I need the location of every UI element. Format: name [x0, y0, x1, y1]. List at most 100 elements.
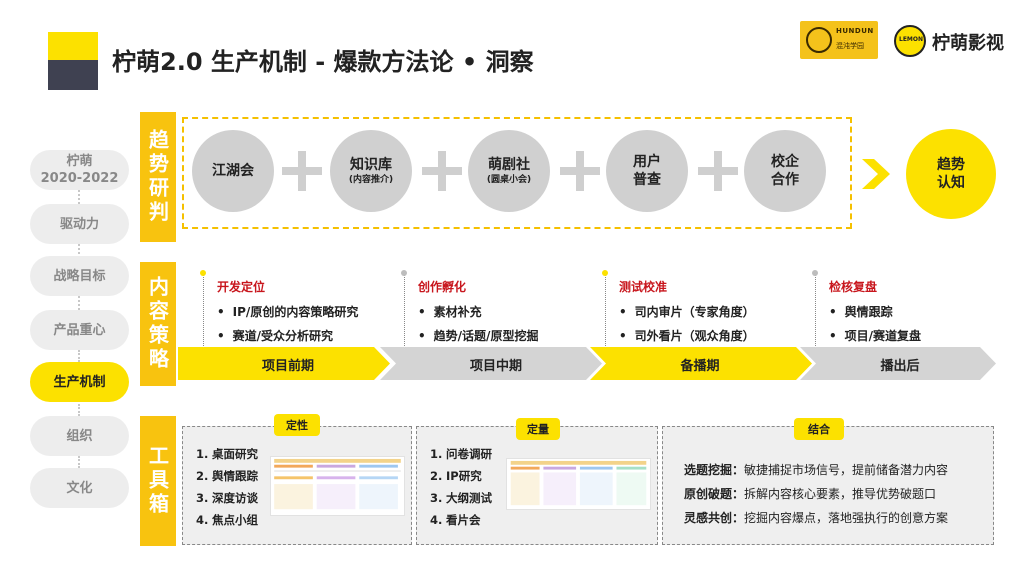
tool-item-label: 舆情跟踪	[212, 469, 258, 483]
plus-icon	[698, 151, 738, 191]
chevron-right-icon	[862, 159, 890, 189]
nav-item-organization[interactable]: 组织	[30, 416, 129, 456]
tool-item: 3.大纲测试	[430, 490, 492, 512]
tool-item: 4.焦点小组	[196, 512, 258, 534]
nav-item-label: 产品重心	[53, 322, 106, 338]
phase-segment	[380, 347, 602, 380]
nav-item-product-focus[interactable]: 产品重心	[30, 310, 129, 350]
logo-block-dark	[48, 60, 98, 90]
tool-item: 1.问卷调研	[430, 446, 492, 468]
stage-item-list: 素材补充 趋势/话题/原型挖掘	[418, 303, 539, 351]
stage-item: IP/原创的内容策略研究	[217, 303, 359, 327]
trend-container	[182, 117, 852, 229]
nav-item-production-mechanism[interactable]: 生产机制	[30, 362, 129, 402]
stage-item: 素材补充	[418, 303, 538, 327]
plus-icon	[282, 151, 322, 191]
trend-circle-label: 萌剧社	[488, 157, 530, 173]
tool-list-qualitative: 1.桌面研究 2.舆情跟踪 3.深度访谈 4.焦点小组	[196, 446, 258, 534]
hundun-logo: HUNDUN 混沌学园	[800, 21, 878, 59]
stage-title: 开发定位	[217, 280, 266, 294]
tool-tag-quantitative: 定量	[516, 418, 560, 440]
phase-segment	[590, 347, 812, 380]
combined-row-text: 拆解内容核心要素，推导优势破题口	[744, 487, 937, 501]
stage-dot-icon	[200, 270, 206, 276]
nav-item-culture[interactable]: 文化	[30, 468, 129, 508]
tool-item-number: 4.	[430, 513, 443, 527]
phase-label-pre-project: 项目前期	[261, 359, 314, 374]
nav-divider	[78, 350, 80, 362]
trend-circle-jianghu: 江湖会	[192, 130, 274, 212]
tool-item-number: 4.	[196, 513, 209, 527]
phase-segment	[800, 347, 996, 380]
logo-block-yellow	[48, 32, 98, 60]
trend-circle-knowledge: 知识库 (内容推介)	[330, 130, 412, 212]
combined-row-original-breakthrough: 原创破题：拆解内容核心要素，推导优势破题口	[684, 485, 936, 502]
tool-item-number: 3.	[430, 491, 443, 505]
lemon-logo: LEMON	[894, 25, 926, 57]
stage-item: 趋势/话题/原型挖掘	[418, 327, 539, 351]
plus-icon	[560, 151, 600, 191]
stage-guide-line	[203, 272, 204, 350]
stage-dot-icon	[401, 270, 407, 276]
tool-box-combined	[662, 426, 994, 545]
tool-item: 1.桌面研究	[196, 446, 258, 468]
brand-name: 柠萌影视	[932, 33, 1004, 54]
nav-item-label: 文化	[66, 480, 93, 496]
tool-item-label: 深度访谈	[212, 491, 258, 505]
tool-item-label: IP研究	[446, 469, 482, 483]
stage-dot-icon	[812, 270, 818, 276]
phase-label-post-broadcast: 播出后	[880, 359, 920, 374]
stage-item: 司内审片（专家角度）	[619, 303, 755, 327]
stage-item: 赛道/受众分析研究	[217, 327, 358, 351]
stage-title: 检核复盘	[829, 280, 878, 294]
nav-item-driving-force[interactable]: 驱动力	[30, 204, 129, 244]
tool-item-label: 焦点小组	[212, 513, 258, 527]
hundun-circle-icon	[806, 27, 832, 53]
nav-item-lemon-2020-2022[interactable]: 柠萌 2020-2022	[30, 150, 129, 190]
tool-item: 3.深度访谈	[196, 490, 258, 512]
tool-item-number: 1.	[430, 447, 443, 461]
tool-list-quantitative: 1.问卷调研 2.IP研究 3.大纲测试 4.看片会	[430, 446, 492, 534]
stage-title: 创作孵化	[418, 280, 467, 294]
combined-row-key: 灵感共创：	[684, 511, 745, 525]
lemon-logo-text: LEMON	[899, 36, 924, 43]
stage-guide-line	[605, 272, 606, 350]
row-label-strategy: 内容策略	[140, 262, 176, 386]
trend-circle-mengjushe: 萌剧社 (圆桌小会)	[468, 130, 550, 212]
tool-item: 4.看片会	[430, 512, 492, 534]
hundun-logo-subtext: 混沌学园	[836, 42, 864, 50]
phase-timeline-bar	[178, 347, 996, 380]
nav-item-label: 驱动力	[59, 216, 99, 232]
stage-title: 测试校准	[619, 280, 668, 294]
tool-item-label: 看片会	[446, 513, 481, 527]
phase-segment	[178, 347, 390, 380]
tool-item-label: 大纲测试	[446, 491, 492, 505]
trend-circle-label: 用户 普查	[633, 154, 661, 188]
tool-item-number: 1.	[196, 447, 209, 461]
stage-item-list: 舆情跟踪 项目/赛道复盘	[829, 303, 921, 351]
nav-divider	[78, 190, 80, 204]
nav-divider	[78, 404, 80, 416]
phase-label-mid-project: 项目中期	[469, 359, 522, 374]
combined-row-inspiration-cocreation: 灵感共创：挖掘内容爆点，落地强执行的创意方案	[684, 509, 948, 526]
trend-circle-label: 知识库	[350, 157, 392, 173]
tool-tag-qualitative: 定性	[274, 414, 320, 436]
phase-label-pre-broadcast: 备播期	[680, 359, 720, 374]
trend-circle-sublabel: (圆桌小会)	[486, 175, 532, 185]
trend-circle-school-enterprise: 校企 合作	[744, 130, 826, 212]
row-label-tools: 工具箱	[140, 416, 176, 546]
combined-row-key: 原创破题：	[684, 487, 745, 501]
quantitative-sample-thumbnail	[506, 458, 651, 510]
stage-guide-line	[815, 272, 816, 350]
nav-divider	[78, 296, 80, 310]
tool-item: 2.IP研究	[430, 468, 492, 490]
stage-item-list: 司内审片（专家角度） 司外看片（观众角度）	[619, 303, 755, 351]
trend-circle-label: 江湖会	[212, 163, 254, 179]
stage-guide-line	[404, 272, 405, 350]
nav-item-label: 组织	[66, 428, 93, 444]
trend-result-label: 趋势 认知	[937, 157, 965, 191]
nav-item-strategic-goals[interactable]: 战略目标	[30, 256, 129, 296]
plus-icon	[422, 151, 462, 191]
qualitative-sample-thumbnail	[270, 456, 405, 516]
row-label-trend: 趋势研判	[140, 112, 176, 242]
